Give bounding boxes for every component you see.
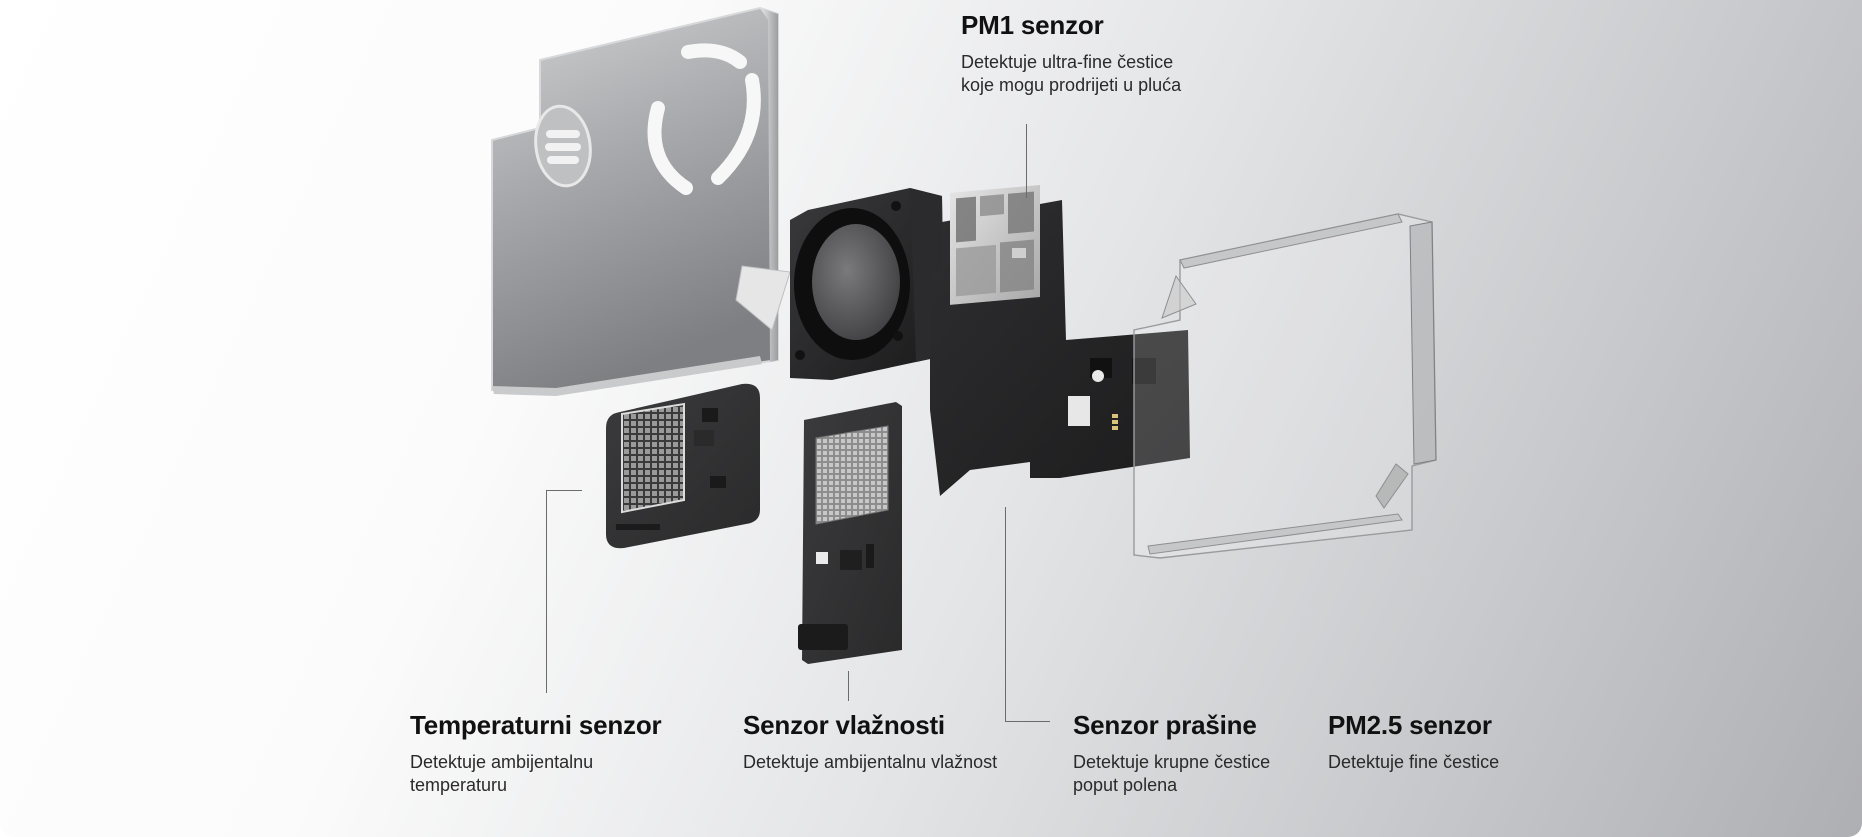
label-humidity-sensor: Senzor vlažnosti Detektuje ambijentalnu …: [743, 710, 997, 774]
temperature-sensor-title: Temperaturni senzor: [410, 710, 662, 740]
label-pm25-sensor: PM2.5 senzor Detektuje fine čestice: [1328, 710, 1499, 774]
dust-description-line-2: poput polena: [1073, 775, 1178, 796]
pm1-description-line-2: koje mogu prodrijeti u pluća: [961, 75, 1182, 96]
pm1-sensor-description: Detektuje ultra-fine čestice koje mogu p…: [961, 51, 1181, 97]
pm1-sensor-title: PM1 senzor: [961, 10, 1104, 40]
cooling-fan: [790, 188, 944, 380]
temperature-connector-horizontal: [546, 490, 582, 491]
dust-sensor-description: Detektuje krupne čestice poput polena: [1073, 751, 1270, 797]
pm1-connector-line: [1026, 124, 1027, 198]
temperature-description-line-2: temperaturu: [410, 775, 508, 796]
label-temperature-sensor: Temperaturni senzor Detektuje ambijental…: [410, 710, 662, 797]
pm25-sensor-title: PM2.5 senzor: [1328, 710, 1492, 740]
temperature-description-line-1: Detektuje ambijentalnu: [410, 752, 594, 773]
pm1-description-line-1: Detektuje ultra-fine čestice: [961, 52, 1174, 73]
humidity-sensor-board: [798, 402, 902, 664]
dust-connector-horizontal: [1005, 721, 1050, 722]
humidity-connector-line: [848, 671, 849, 701]
label-dust-sensor: Senzor prašine Detektuje krupne čestice …: [1073, 710, 1270, 797]
temperature-sensor-description: Detektuje ambijentalnu temperaturu: [410, 751, 661, 797]
main-circuit-board: [930, 185, 1190, 496]
label-pm1-sensor: PM1 senzor Detektuje ultra-fine čestice …: [961, 10, 1181, 97]
dust-sensor-title: Senzor prašine: [1073, 710, 1257, 740]
humidity-sensor-title: Senzor vlažnosti: [743, 710, 945, 740]
temperature-sensor-board: [606, 383, 760, 549]
metal-shield-cover: [491, 6, 791, 396]
humidity-sensor-description: Detektuje ambijentalnu vlažnost: [743, 751, 997, 774]
dust-connector-vertical: [1005, 507, 1006, 722]
temperature-connector-vertical: [546, 490, 547, 693]
pm25-sensor-description: Detektuje fine čestice: [1328, 751, 1499, 774]
pm25-description-line-1: Detektuje fine čestice: [1328, 752, 1500, 773]
humidity-description-line-1: Detektuje ambijentalnu vlažnost: [743, 752, 998, 773]
transparent-frame: [1133, 213, 1437, 559]
dust-description-line-1: Detektuje krupne čestice: [1073, 752, 1271, 773]
